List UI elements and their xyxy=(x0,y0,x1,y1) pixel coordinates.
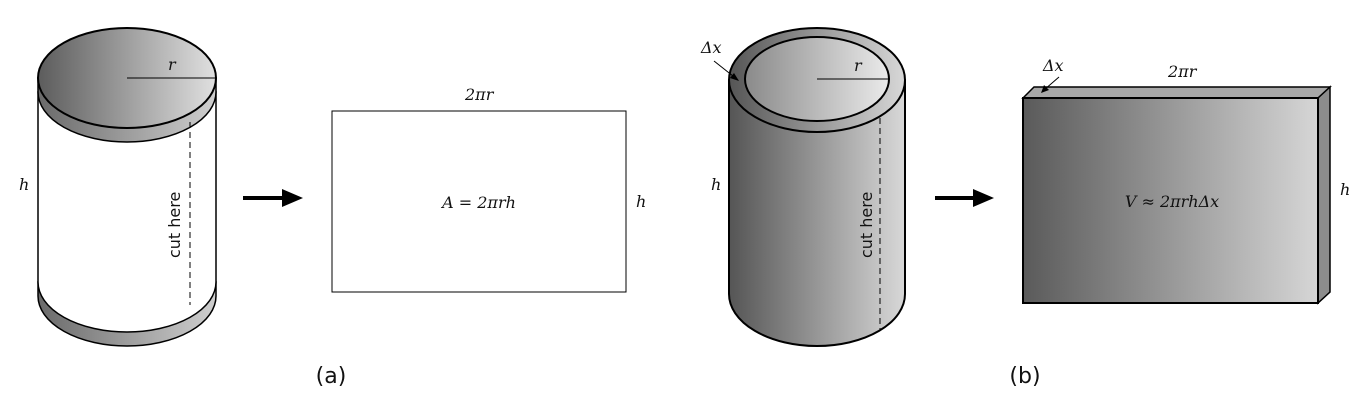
rectangle-a-width-label: 2πr xyxy=(464,85,495,104)
flattened-slab: Δx 2πr h V ≈ 2πrhΔx xyxy=(1021,56,1350,305)
shell-b-height-label: h xyxy=(711,175,721,194)
arrow-b xyxy=(935,189,994,207)
area-formula: A = 2πrh xyxy=(440,193,516,212)
shell-b-cut-label: cut here xyxy=(857,192,876,258)
cylinder-a-cut-label: cut here xyxy=(165,192,184,258)
rectangle-a xyxy=(331,110,627,293)
arrow-a xyxy=(243,189,303,207)
shell-b: r cut here h Δx xyxy=(700,27,906,347)
shell-b-side xyxy=(728,79,906,347)
slab-front-face xyxy=(1022,97,1319,304)
caption-a: (a) xyxy=(316,364,347,389)
cylinder-a-radius-label: r xyxy=(168,55,177,74)
rectangle-a-height-label: h xyxy=(636,192,646,211)
slab-height-label: h xyxy=(1340,180,1350,199)
shell-b-thickness-label: Δx xyxy=(700,38,722,57)
caption-b: (b) xyxy=(1009,364,1040,389)
slab-width-label: 2πr xyxy=(1167,62,1198,81)
unrolled-rectangle: 2πr h A = 2πrh xyxy=(331,85,646,293)
cylinder-a: r cut here h xyxy=(19,27,217,347)
slab-side-face xyxy=(1317,85,1331,305)
slab-thickness-label: Δx xyxy=(1042,56,1064,75)
volume-formula: V ≈ 2πrhΔx xyxy=(1125,192,1219,211)
shell-b-radius-label: r xyxy=(854,56,863,75)
cylinder-a-height-label: h xyxy=(19,175,29,194)
slab-top-face xyxy=(1021,86,1332,99)
cylinder-a-side xyxy=(37,91,217,333)
